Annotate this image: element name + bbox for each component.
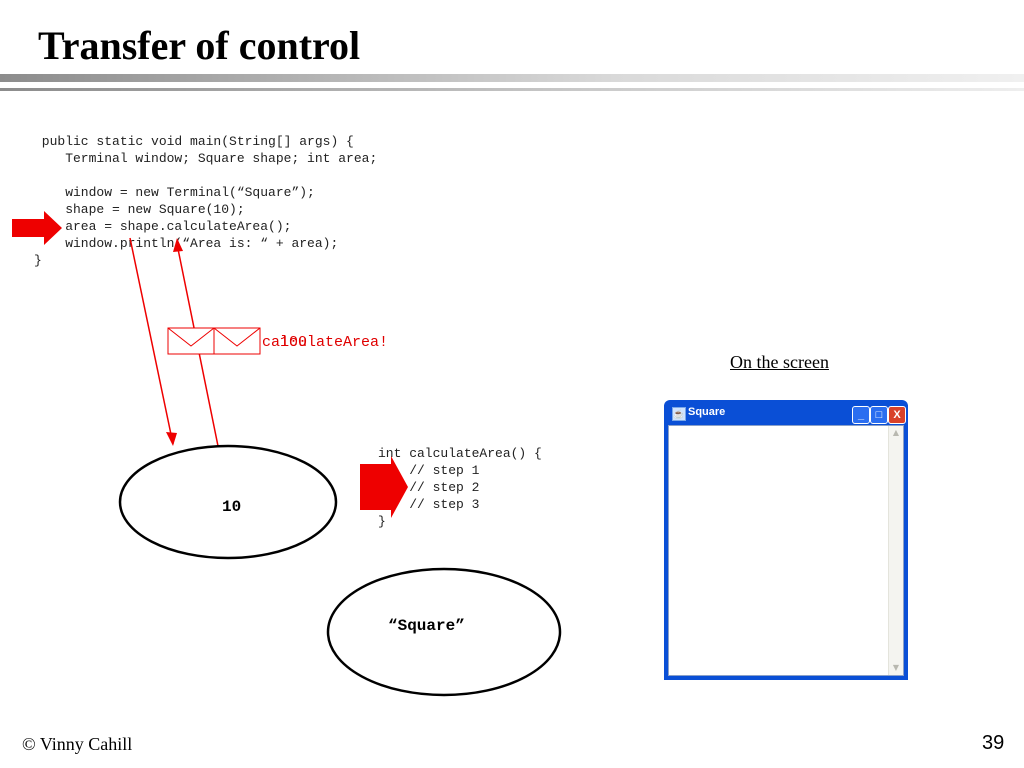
square-object-value: 10	[222, 498, 242, 516]
code-line: // step 2	[378, 480, 480, 495]
vertical-scrollbar[interactable]: ▲ ▼	[888, 426, 903, 675]
call-arrowhead-icon	[166, 432, 177, 446]
title-rule-thin	[0, 88, 1024, 91]
code-line: area = shape.calculateArea();	[34, 219, 292, 234]
maximize-button[interactable]: □	[870, 406, 888, 424]
scroll-up-icon[interactable]: ▲	[892, 428, 900, 437]
code-line: }	[34, 253, 42, 268]
message-envelope-icon	[167, 327, 215, 355]
slide-title: Transfer of control	[38, 23, 361, 68]
screen-label: On the screen	[730, 352, 829, 372]
page-number: 39	[982, 732, 1005, 754]
java-app-icon: ☕	[672, 407, 686, 421]
return-value-label: 100	[280, 334, 308, 351]
code-line: shape = new Square(10);	[34, 202, 245, 217]
terminal-object-ellipse	[326, 567, 562, 697]
title-rule-thick	[0, 74, 1024, 82]
code-line: // step 1	[378, 463, 480, 478]
code-line: }	[378, 514, 386, 529]
square-object-ellipse	[118, 444, 338, 560]
code-line: Terminal window; Square shape; int area;	[34, 151, 378, 166]
code-line: // step 3	[378, 497, 480, 512]
code-line: window = new Terminal(“Square”);	[34, 185, 315, 200]
return-envelope-icon	[213, 327, 261, 355]
code-line: int calculateArea() {	[378, 446, 542, 461]
code-line: public static void main(String[] args) {	[34, 134, 354, 149]
message-label: calculateArea!	[262, 334, 389, 351]
code-line: window.println(“Area is: “ + area);	[34, 236, 339, 251]
minimize-button[interactable]: _	[852, 406, 870, 424]
main-method-code: public static void main(String[] args) {…	[34, 133, 377, 269]
window-title: Square	[688, 406, 726, 418]
scroll-down-icon[interactable]: ▼	[892, 663, 900, 672]
terminal-object-value: “Square”	[388, 617, 465, 635]
return-arrowhead-icon	[173, 238, 183, 252]
method-step-arrow-icon	[360, 456, 408, 518]
window-title-bar[interactable]: ☕ Square _ □ X	[668, 403, 906, 424]
window-text-area[interactable]: ▲ ▼	[668, 425, 904, 676]
calculate-area-method-code: int calculateArea() { // step 1 // step …	[378, 445, 542, 530]
current-line-arrow-icon	[12, 211, 62, 245]
close-button[interactable]: X	[888, 406, 906, 424]
call-arrow-line	[129, 237, 174, 445]
terminal-window: ☕ Square _ □ X ▲ ▼	[664, 400, 908, 680]
footer-author: © Vinny Cahill	[22, 734, 133, 754]
